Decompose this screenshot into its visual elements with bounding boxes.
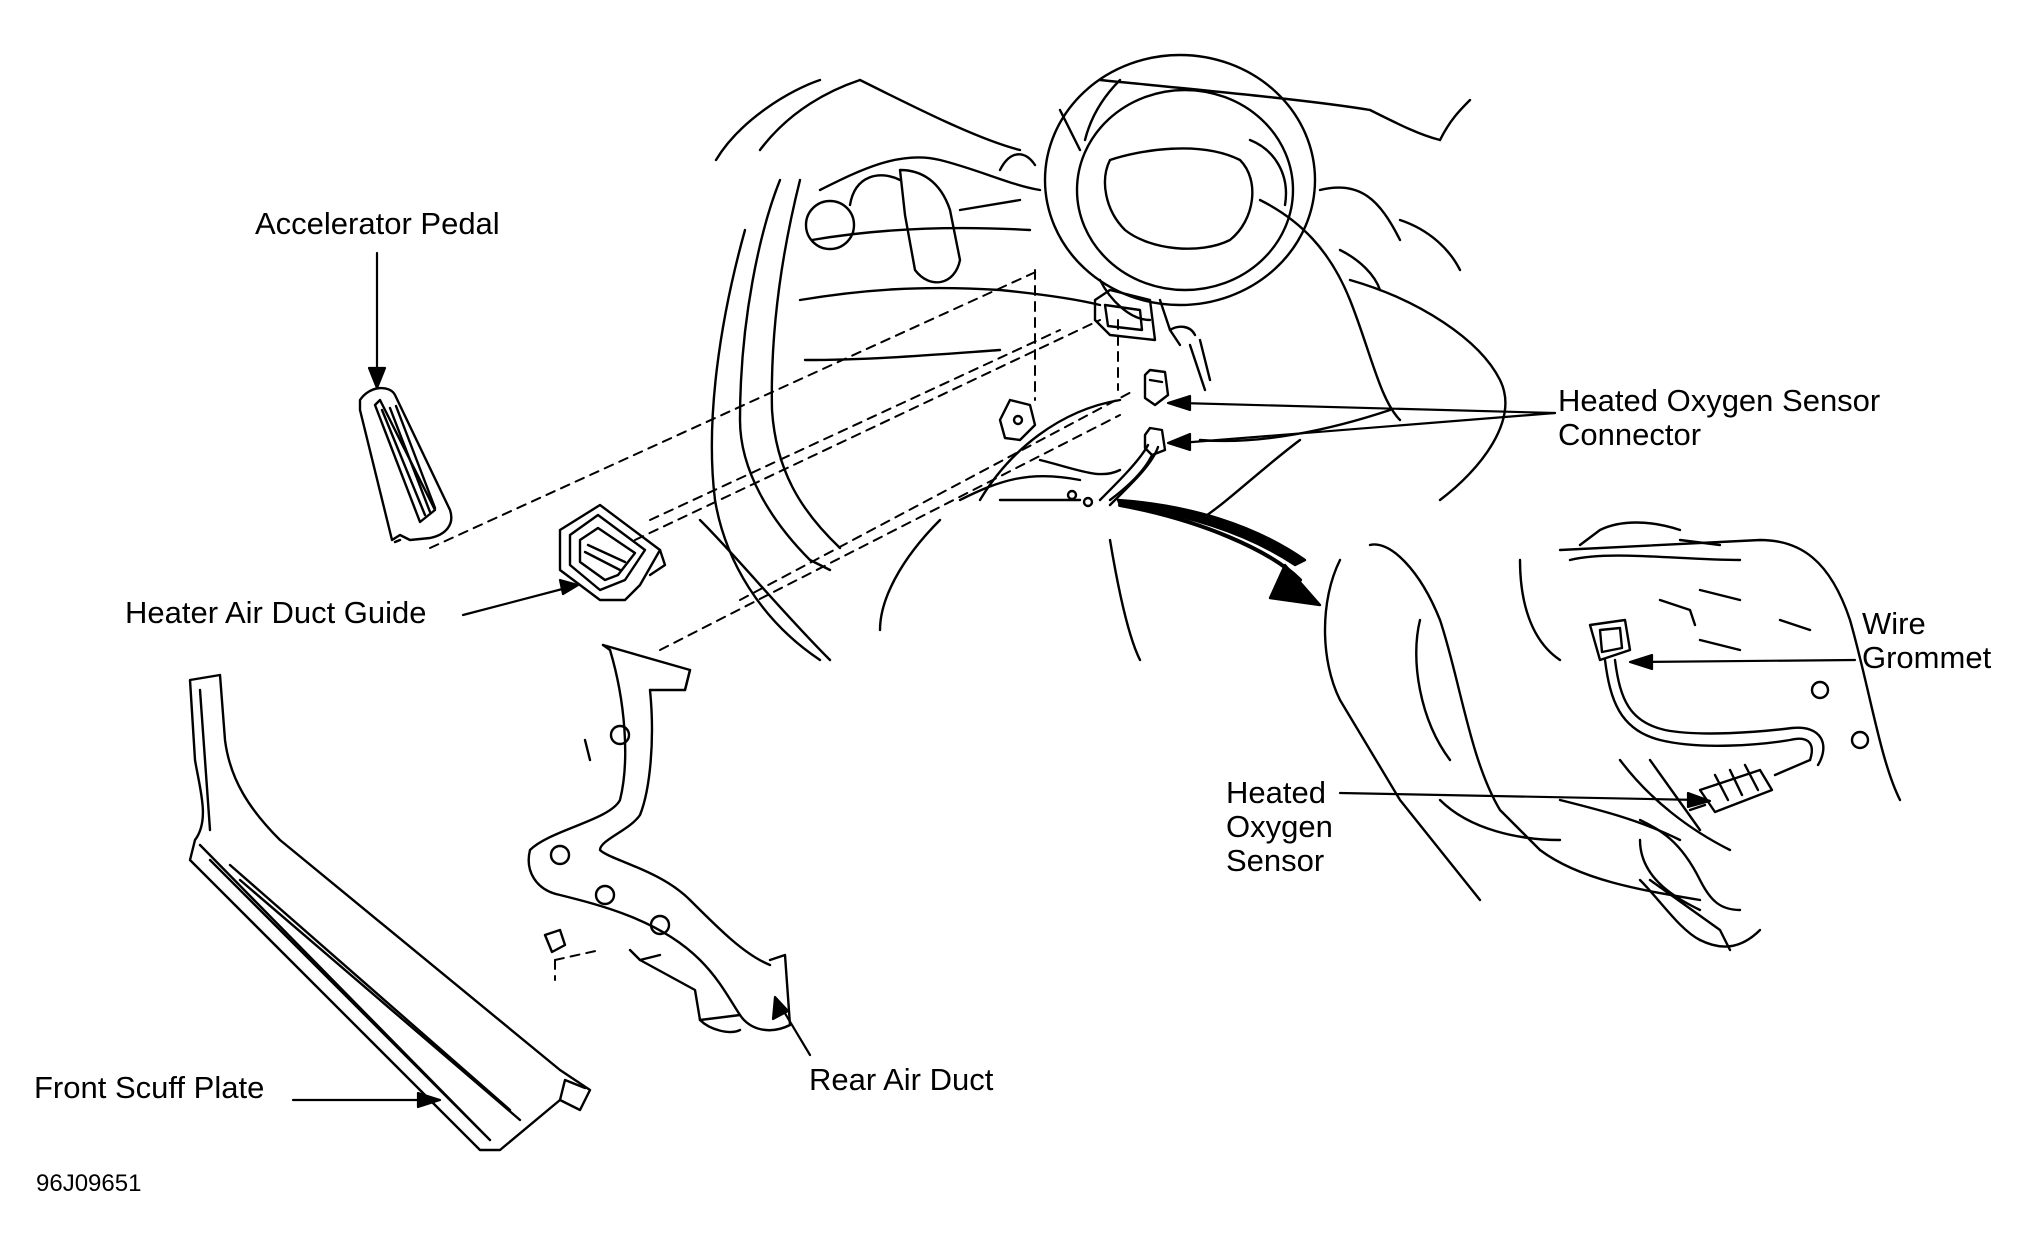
figure-id: 96J09651 (36, 1170, 142, 1197)
detail-view-arrow (1116, 498, 1322, 607)
leader-lines (291, 251, 1857, 1109)
heater-air-duct-guide-illustration (558, 503, 667, 602)
label-line: Connector (1558, 417, 1702, 452)
label-heater-air-duct-guide: Heater Air Duct Guide (125, 595, 427, 630)
label-wire-grommet: Wire Grommet (1862, 607, 1991, 675)
label-line: Oxygen (1226, 809, 1333, 844)
label-line: Sensor (1226, 843, 1325, 878)
accelerator-pedal-illustration (358, 386, 453, 544)
front-scuff-plate-illustration (188, 673, 592, 1152)
label-front-scuff-plate: Front Scuff Plate (34, 1070, 265, 1105)
car-interior-illustration (698, 53, 1507, 662)
label-accelerator-pedal: Accelerator Pedal (255, 206, 500, 241)
label-heated-oxygen-sensor: Heated Oxygen Sensor (1226, 776, 1333, 878)
label-line: Heated (1226, 775, 1326, 810)
assembly-dashed-lines (429, 269, 1136, 981)
label-heated-oxygen-sensor-connector: Heated Oxygen Sensor Connector (1558, 384, 1880, 452)
label-rear-air-duct: Rear Air Duct (809, 1062, 994, 1097)
oxygen-sensor-connector-illustration (1108, 368, 1170, 502)
label-line: Heated Oxygen Sensor (1558, 383, 1881, 418)
underbody-detail-illustration (1323, 521, 1902, 952)
label-line: Wire (1862, 606, 1926, 641)
label-line: Grommet (1862, 640, 1992, 675)
rear-air-duct-illustration (527, 643, 792, 1034)
